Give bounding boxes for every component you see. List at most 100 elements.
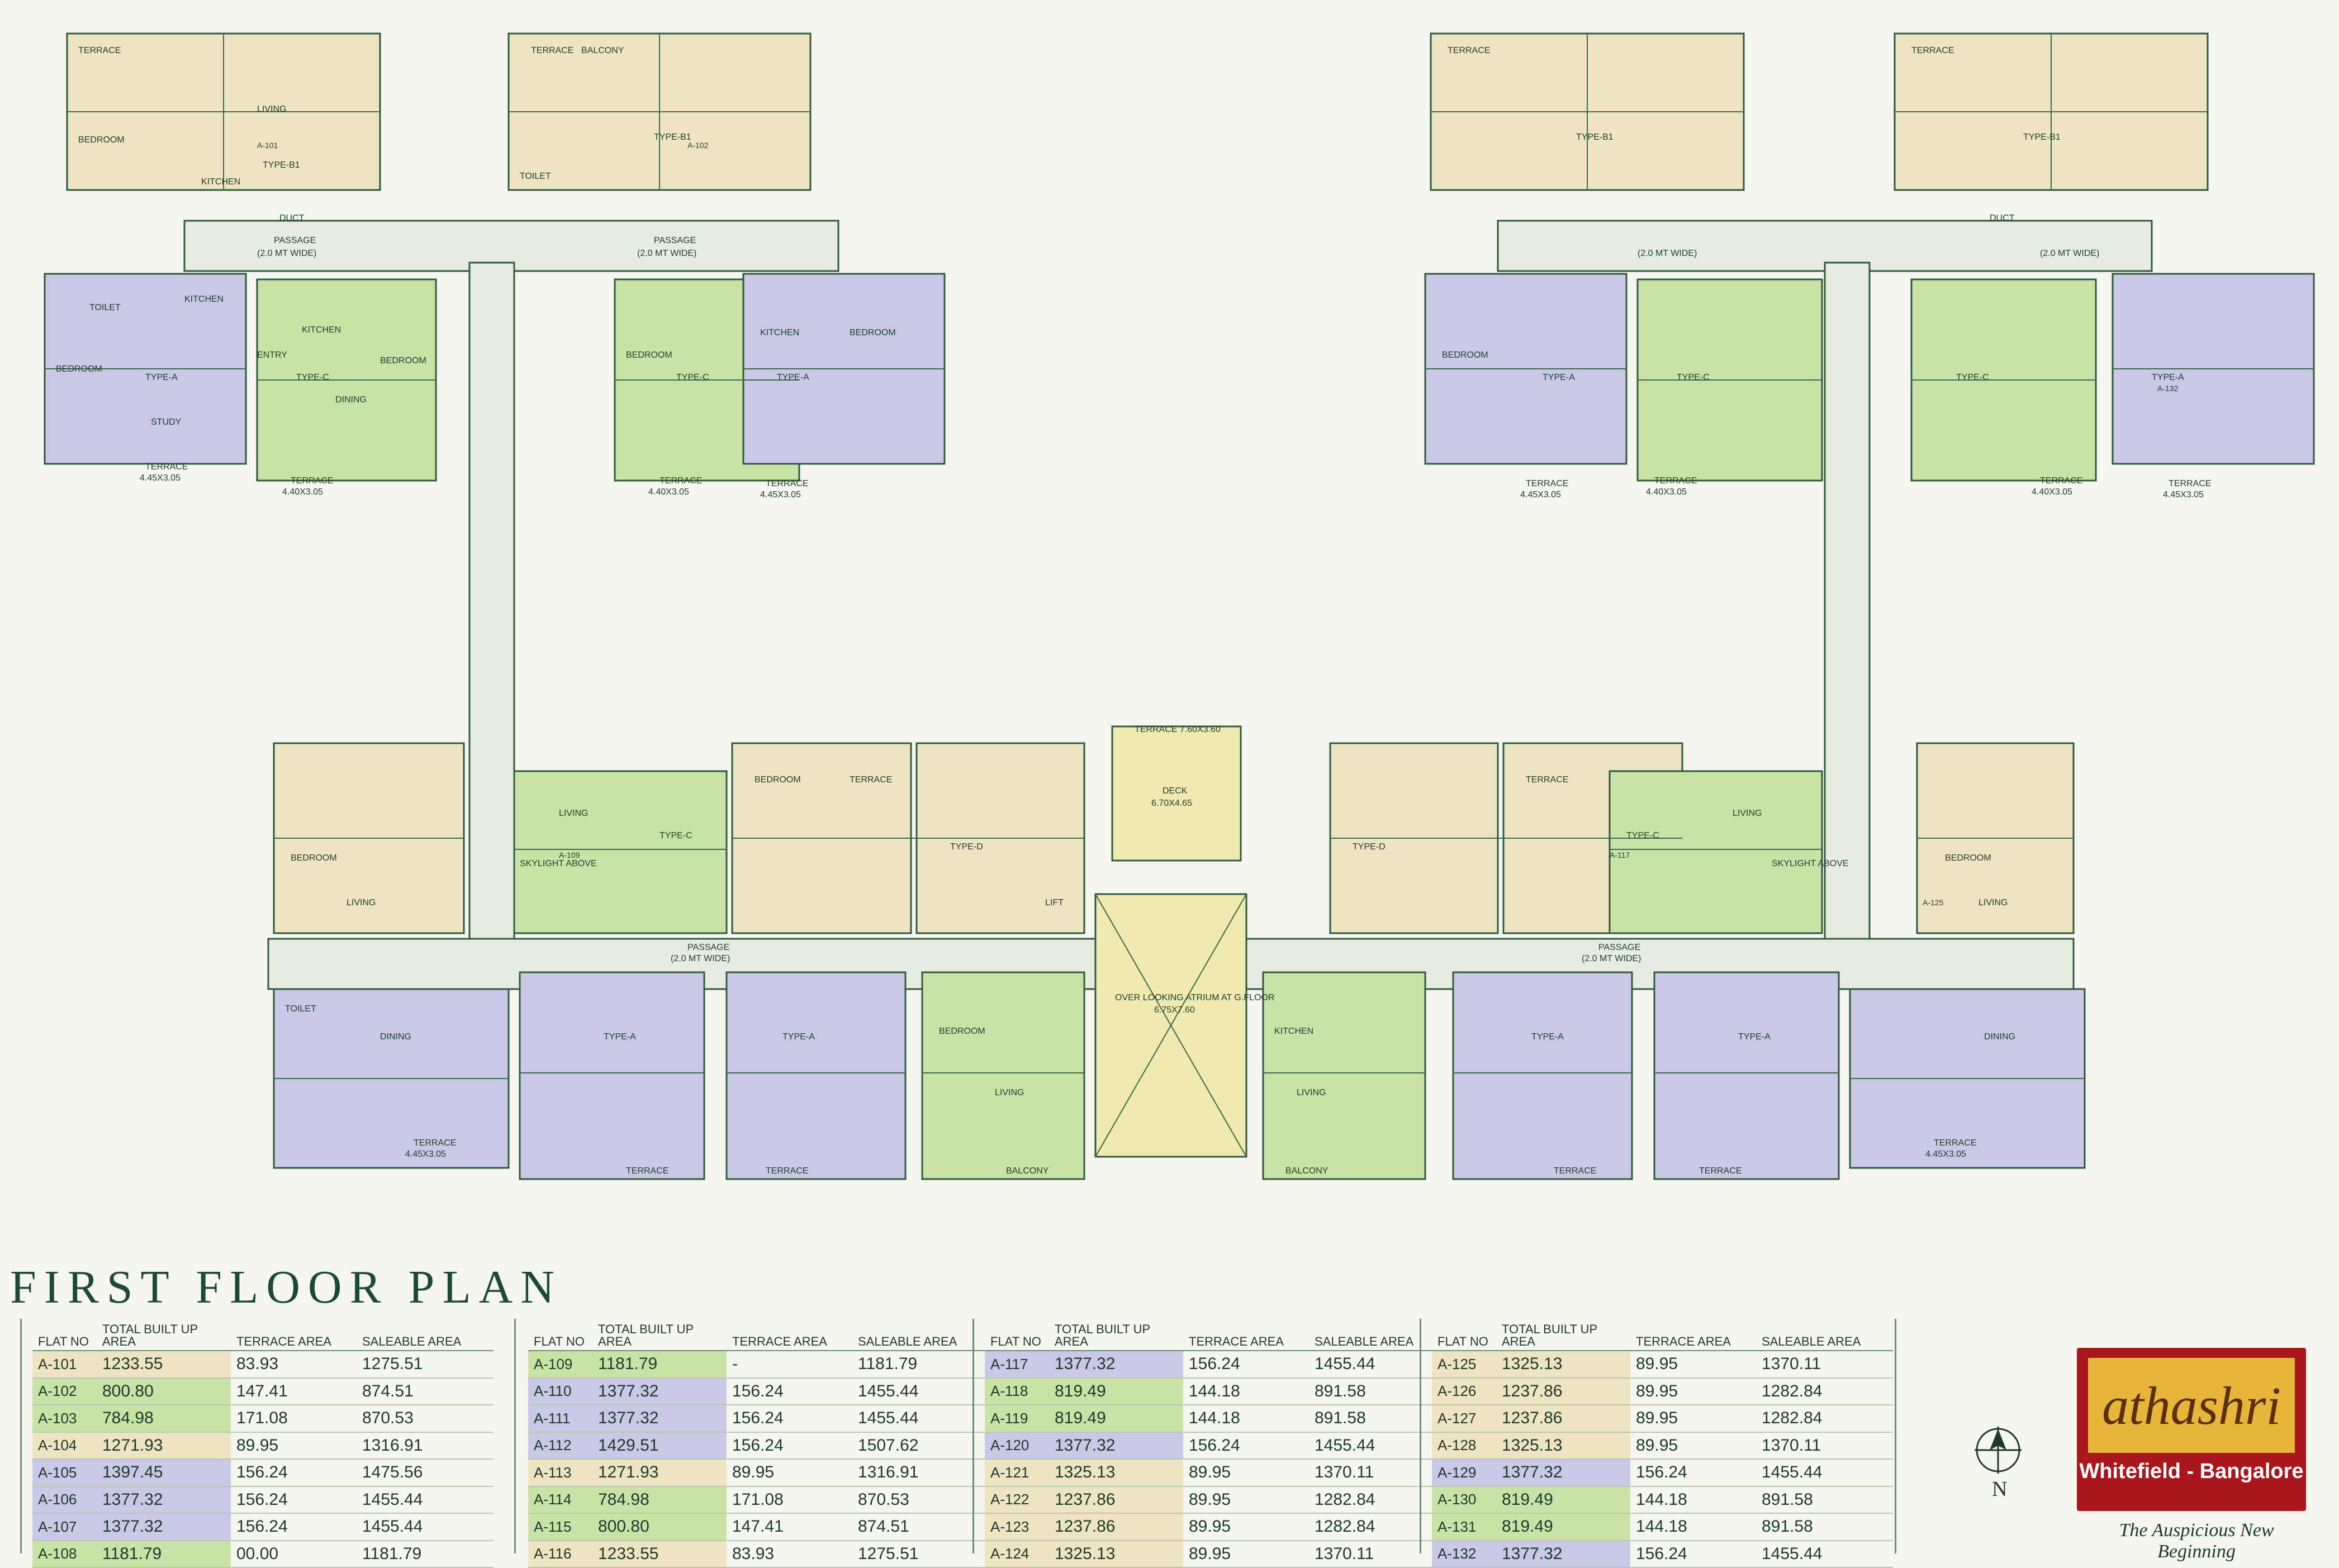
saleable-cell: 870.53: [852, 1486, 989, 1514]
deck: [1111, 725, 1242, 862]
room-label: LIVING: [559, 809, 588, 818]
room-label: TYPE-B1: [1576, 132, 1614, 142]
terrace-cell: 89.95: [1630, 1351, 1756, 1379]
room-label: TYPE-D: [1353, 842, 1386, 852]
room-label: TERRACE: [291, 476, 333, 486]
terrace-top-label: TERRACE 7.60X3.60: [1135, 725, 1221, 734]
built-up-cell: 819.49: [1049, 1405, 1183, 1433]
flat-no-cell: A-119: [985, 1405, 1049, 1433]
flat-no-cell: A-123: [985, 1513, 1049, 1541]
terrace-size: 4.45X3.05: [405, 1149, 446, 1159]
terrace-cell: 144.18: [1630, 1486, 1756, 1514]
table-divider: [1895, 1319, 1896, 1553]
passage-right-vertical: [1824, 262, 1871, 945]
col-saleable: SALEABLE AREA: [1309, 1319, 1446, 1351]
room-partitions: [45, 34, 2314, 1157]
terrace-cell: 89.95: [1183, 1513, 1309, 1541]
col-saleable: SALEABLE AREA: [852, 1319, 989, 1351]
room-label: TYPE-C: [296, 373, 329, 382]
flat-no-cell: A-126: [1432, 1377, 1496, 1405]
duct-label: DUCT: [1990, 213, 2015, 223]
room-label: TYPE-D: [950, 842, 983, 852]
passage-label: PASSAGE: [654, 236, 696, 245]
area-table-3: FLAT NO TOTAL BUILT UP AREA TERRACE AREA…: [985, 1319, 1446, 1568]
room-label: TERRACE: [2169, 479, 2211, 488]
room-label: TYPE-B1: [654, 132, 691, 142]
saleable-cell: 1282.84: [1309, 1513, 1446, 1541]
passage-label: PASSAGE: [274, 236, 316, 245]
built-up-cell: 1325.13: [1496, 1432, 1630, 1460]
col-saleable: SALEABLE AREA: [1756, 1319, 1893, 1351]
terrace-cell: 156.24: [727, 1432, 852, 1460]
passage-left-vertical: [468, 262, 515, 945]
terrace-cell: 156.24: [1183, 1432, 1309, 1460]
room-label: TERRACE: [78, 46, 121, 55]
saleable-cell: 874.51: [357, 1377, 494, 1405]
built-up-cell: 800.80: [97, 1377, 231, 1405]
room-label: BEDROOM: [755, 775, 801, 785]
passage-width-label: (2.0 MT WIDE): [2040, 249, 2099, 258]
room-label: TERRACE: [1526, 479, 1568, 488]
room-label: TERRACE: [1654, 476, 1697, 486]
room-label: KITCHEN: [302, 325, 341, 335]
built-up-cell: 1237.86: [1049, 1513, 1183, 1541]
unit-green: [1609, 770, 1823, 934]
room-label: TERRACE: [1934, 1138, 1976, 1148]
passage-width-label: (2.0 MT WIDE): [1582, 954, 1641, 963]
flat-no-cell: A-120: [985, 1432, 1049, 1460]
built-up-cell: 1233.55: [97, 1351, 231, 1379]
col-terrace: TERRACE AREA: [727, 1319, 852, 1351]
room-label: LIVING: [1297, 1088, 1326, 1097]
logo-panel: athashri: [2088, 1358, 2295, 1453]
saleable-cell: 891.58: [1309, 1377, 1446, 1405]
col-built-up: TOTAL BUILT UP AREA: [1049, 1319, 1183, 1351]
flat-no-cell: A-122: [985, 1486, 1049, 1514]
terrace-cell: 147.41: [231, 1377, 357, 1405]
room-label: BEDROOM: [626, 350, 672, 360]
saleable-cell: 1282.84: [1756, 1377, 1893, 1405]
north-arrow-icon: N: [1975, 1427, 2022, 1500]
terrace-size: 4.45X3.05: [140, 473, 181, 483]
saleable-cell: 1455.44: [852, 1377, 989, 1405]
terrace-cell: 89.95: [1183, 1459, 1309, 1487]
terrace-cell: 83.93: [231, 1351, 357, 1379]
room-label: TYPE-A: [1531, 1032, 1564, 1042]
flat-number: A-109: [559, 850, 580, 859]
table-divider: [972, 1319, 974, 1553]
tagline: The Auspicious New Beginning: [2119, 1520, 2274, 1562]
built-up-cell: 1377.32: [97, 1486, 231, 1514]
saleable-cell: 870.53: [357, 1405, 494, 1433]
room-label: KITCHEN: [184, 294, 224, 304]
flat-no-cell: A-116: [528, 1540, 592, 1568]
built-up-cell: 1233.55: [592, 1540, 727, 1568]
saleable-cell: 1316.91: [852, 1459, 989, 1487]
terrace-cell: 89.95: [1630, 1405, 1756, 1433]
flat-number: A-101: [257, 141, 278, 150]
flat-no-cell: A-124: [985, 1540, 1049, 1568]
built-up-cell: 1377.32: [1496, 1459, 1630, 1487]
saleable-cell: 1282.84: [1756, 1405, 1893, 1433]
flat-no-cell: A-115: [528, 1513, 592, 1541]
flat-no-cell: A-104: [32, 1432, 97, 1460]
terrace-cell: 83.93: [727, 1540, 852, 1568]
room-label: LIVING: [995, 1088, 1024, 1097]
unit-green: [921, 971, 1085, 1180]
room-label: KITCHEN: [760, 328, 799, 338]
terrace-cell: 156.24: [1630, 1459, 1756, 1487]
floor-plan: PASSAGE (2.0 MT WIDE) PASSAGE (2.0 MT WI…: [44, 32, 2315, 1180]
terrace-size: 4.45X3.05: [1925, 1149, 1966, 1159]
room-label: BEDROOM: [380, 356, 426, 365]
room-label: KITCHEN: [201, 177, 240, 187]
room-label: TYPE-A: [145, 373, 178, 382]
room-label: BEDROOM: [939, 1027, 985, 1036]
built-up-cell: 1237.86: [1496, 1405, 1630, 1433]
